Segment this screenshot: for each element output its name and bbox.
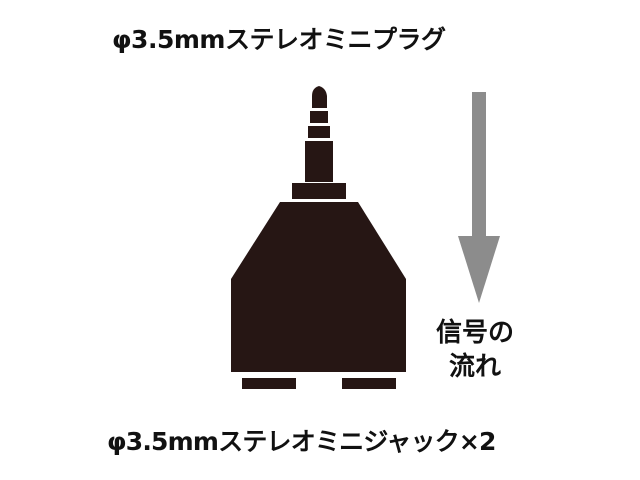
adapter-body <box>231 202 406 372</box>
signal-flow-line2: 流れ <box>448 352 501 382</box>
jack-label: φ3.5mmステレオミニジャック×2 <box>107 427 496 456</box>
plug-collar <box>292 183 346 199</box>
signal-flow-line1: 信号の <box>435 318 514 348</box>
jack-left <box>242 378 296 389</box>
signal-flow-label: 信号の 流れ <box>430 316 520 384</box>
jack-right <box>342 378 396 389</box>
signal-flow-arrow-icon <box>458 92 500 303</box>
plug-tip <box>305 86 333 182</box>
plug-label: φ3.5mmステレオミニプラグ <box>112 25 446 54</box>
